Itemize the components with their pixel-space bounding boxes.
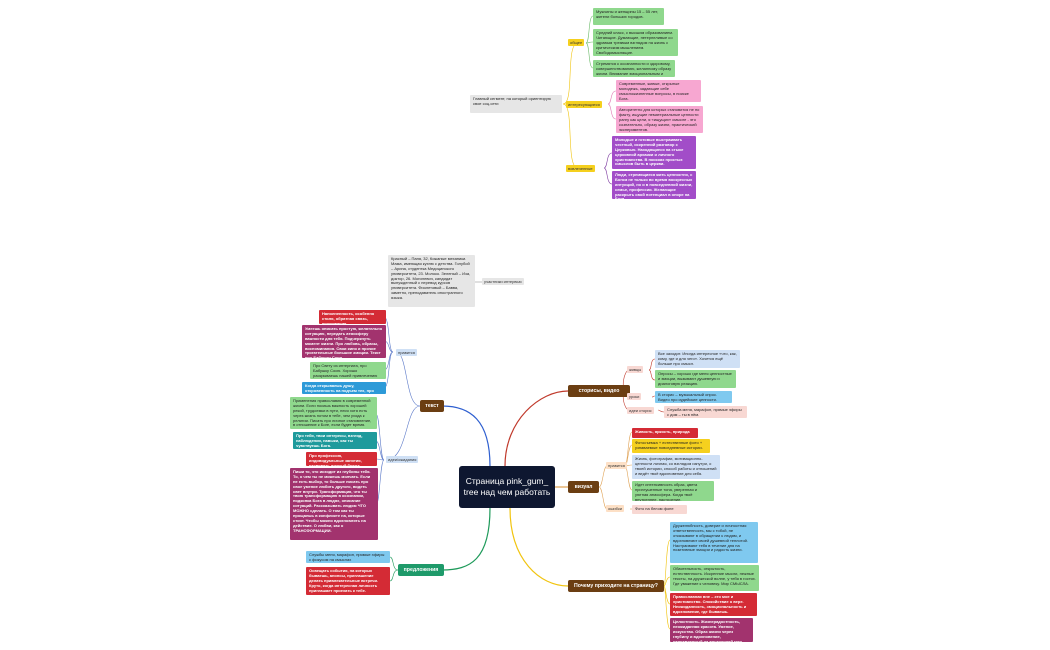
visual-like-node-1[interactable]: Живость, яркость, природа bbox=[632, 428, 698, 438]
why-node-1[interactable]: Дружелюбность, доверие и личностная отве… bbox=[670, 522, 758, 563]
text-wish-node-2[interactable]: Про тебя, твои интересы, взгляд, наблюде… bbox=[293, 432, 377, 449]
text-like-node-4[interactable]: Когда открываешь душу, откровенность на … bbox=[302, 382, 386, 394]
stories-like-node-2[interactable]: Опросы – хорошо где меня ценностные и эм… bbox=[655, 370, 736, 388]
stories-idea-node[interactable]: Служба меня, марафон, прямые эфиры с дом… bbox=[664, 406, 747, 418]
branch-text[interactable]: текст bbox=[420, 400, 444, 412]
visual-like-node-4[interactable]: Идет интенсивность образ, цвета приглуше… bbox=[632, 481, 714, 501]
text-wishes-label[interactable]: идеи/ожидания bbox=[386, 456, 419, 463]
branch-why[interactable]: Почему приходите на страницу? bbox=[568, 580, 664, 592]
branch-visual[interactable]: визуал bbox=[568, 481, 599, 493]
interests-node-2[interactable]: Авторитетно для которых становится не по… bbox=[616, 106, 703, 133]
stories-lesson-node[interactable]: В сторис – музыкальный опрос. Видео про … bbox=[655, 391, 732, 403]
general-node-1[interactable]: Мужчины и женщины 15 – 55 лет, жители бо… bbox=[593, 8, 664, 25]
stories-ideas-label[interactable]: идеи сторис bbox=[627, 407, 654, 414]
visual-like-node-3[interactable]: Жизнь, фотографии, мотивационно-ценности… bbox=[632, 455, 720, 479]
general-label[interactable]: общее bbox=[568, 39, 585, 46]
participants-node[interactable]: Красный – Паня, 32, Кожаные механики. Ма… bbox=[388, 255, 475, 307]
why-node-4[interactable]: Целостность. Жизнерадостность, неожиданн… bbox=[670, 618, 753, 642]
stories-like-node-1[interactable]: Все заходит. Иногда интересное «что, как… bbox=[655, 350, 740, 368]
text-like-node-2[interactable]: Умеешь описать простую, желательно ситуа… bbox=[302, 325, 386, 358]
general-node-3[interactable]: Стремятся к осознанности и здоровому, со… bbox=[593, 60, 675, 77]
general-node-2[interactable]: Средний класс, с высшим образованием. Чи… bbox=[593, 29, 678, 56]
text-likes-label[interactable]: нравится bbox=[396, 349, 417, 356]
why-node-2[interactable]: Обаятельность, открытость, естественност… bbox=[670, 565, 759, 591]
branch-offers[interactable]: предложения bbox=[398, 564, 444, 576]
text-wish-node-4[interactable]: Пиши то, что исходит из глубины тебя. То… bbox=[290, 468, 378, 540]
visual-like-node-2[interactable]: Фотосъемка + естественные фото + узнавае… bbox=[632, 439, 710, 453]
branch-stories[interactable]: сторисы, видео bbox=[568, 385, 630, 397]
why-node-3[interactable]: Православная вне – это мое и христианств… bbox=[670, 593, 757, 616]
visual-likes-label[interactable]: нравится bbox=[606, 462, 627, 469]
visual-errors-label[interactable]: ошибки bbox=[606, 505, 624, 512]
stories-lessons-label[interactable]: уроки bbox=[627, 393, 642, 400]
invested-label[interactable]: вовлеченные bbox=[566, 165, 595, 172]
interests-node-1[interactable]: Современные, живые, открытые молодежь, з… bbox=[616, 80, 701, 102]
invested-node-2[interactable]: Люди, стремящиеся жить ценностно, с Бого… bbox=[612, 171, 696, 199]
interests-label[interactable]: интересующиеся bbox=[566, 101, 602, 108]
stories-likes-label[interactable]: живцы bbox=[627, 366, 644, 373]
text-wish-node-1[interactable]: Применения православия в современной жиз… bbox=[290, 397, 377, 429]
text-like-node-3[interactable]: Про Свету из интерната, про Бабушку Сосю… bbox=[310, 362, 386, 379]
offers-node-2[interactable]: Освещать события, на которых бываешь, ан… bbox=[306, 567, 390, 595]
visual-error-node[interactable]: Фото на белом фоне bbox=[632, 505, 687, 514]
text-wish-node-3[interactable]: Про профессию, индивидуальные занятия, р… bbox=[306, 452, 377, 466]
participants-label[interactable]: участники интервью bbox=[482, 278, 524, 285]
offers-node-1[interactable]: Службы меня, марафон, прямые эфиры с фок… bbox=[306, 551, 390, 563]
text-like-node-1[interactable]: Наполненность, особенно стиля, обратная … bbox=[319, 310, 386, 324]
central-topic[interactable]: Страница pink_gum_ tree над чем работать bbox=[459, 466, 555, 508]
main-segment-node[interactable]: Главный сегмент, на который ориентирую с… bbox=[470, 95, 562, 113]
invested-node-1[interactable]: Молодые и готовые выстраивать честный, и… bbox=[612, 136, 696, 169]
